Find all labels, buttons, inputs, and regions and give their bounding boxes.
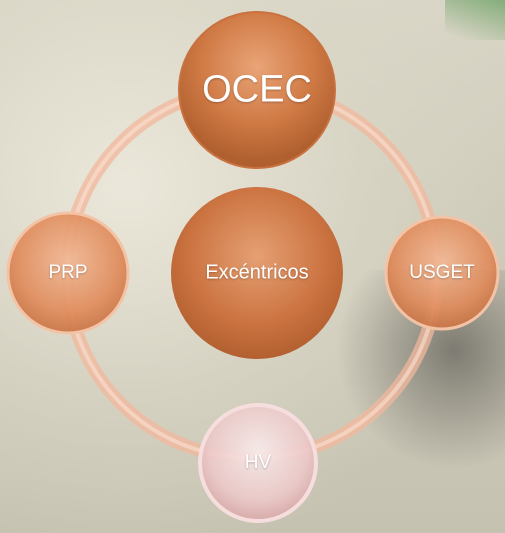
- right-node-label: USGET: [409, 262, 475, 283]
- top-node: [178, 11, 336, 169]
- bottom-node: [198, 403, 318, 523]
- top-node-label: OCEC: [202, 68, 312, 111]
- right-node: [384, 215, 500, 331]
- background-accent: [445, 0, 505, 40]
- bottom-node-label: HV: [244, 452, 272, 473]
- center-node-label: Excéntricos: [205, 261, 309, 284]
- center-node: [171, 187, 343, 359]
- left-node: [6, 211, 130, 335]
- left-node-label: PRP: [48, 262, 88, 283]
